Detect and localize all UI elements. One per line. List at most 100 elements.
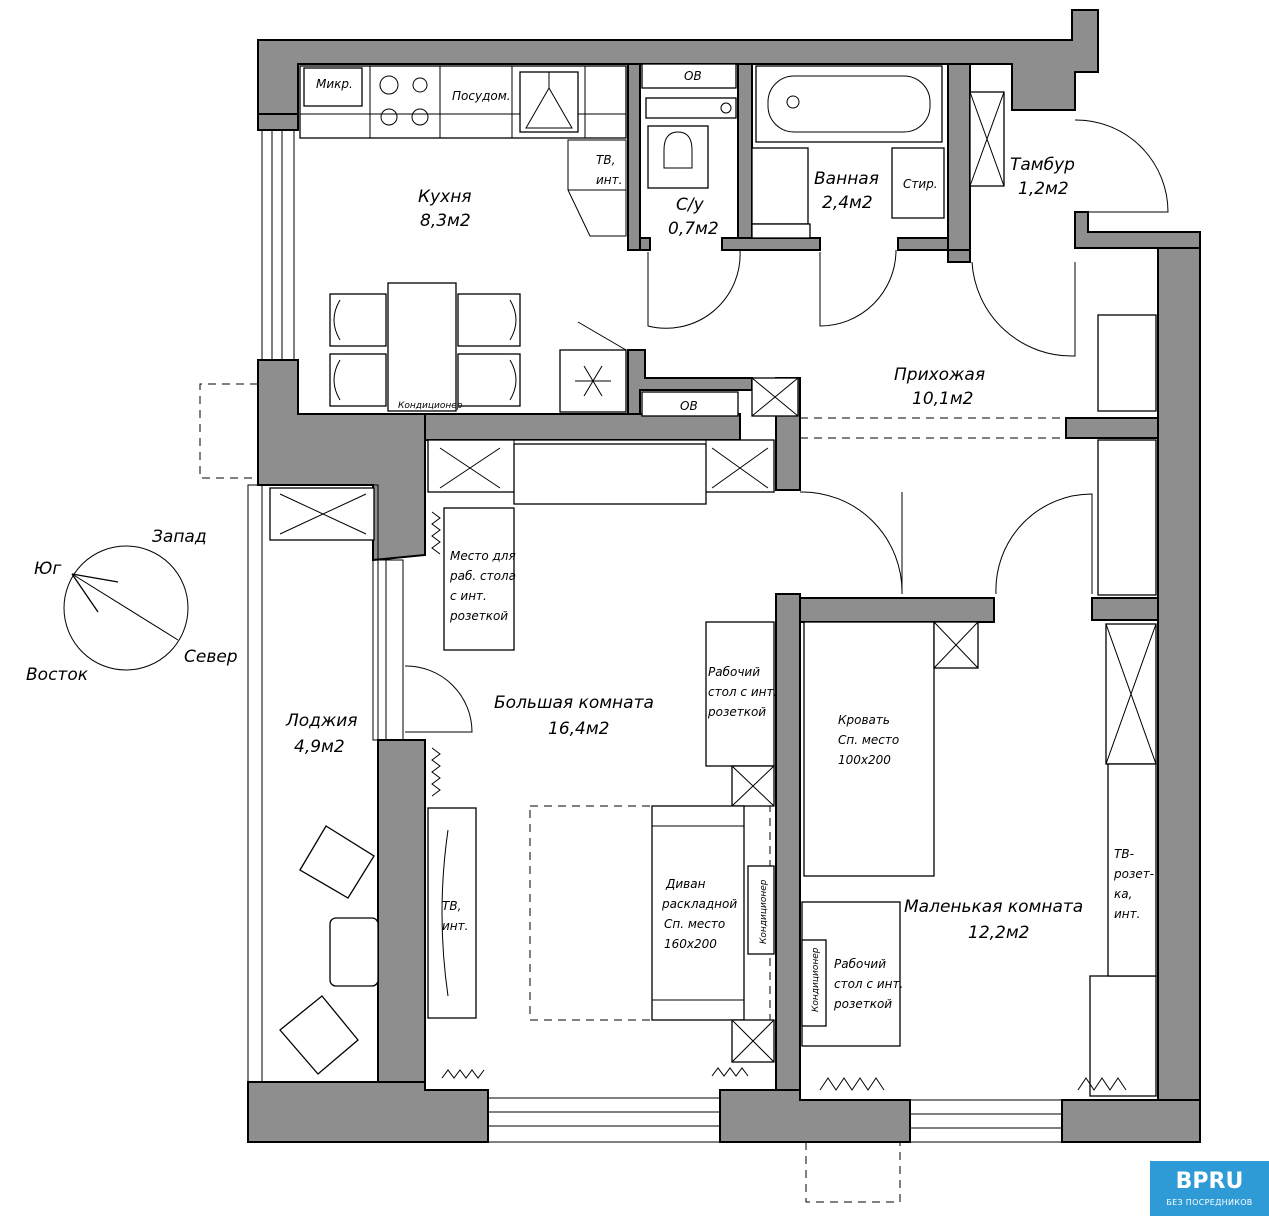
wc-door xyxy=(647,249,741,329)
entrance-door xyxy=(1074,119,1169,213)
smallroom-furniture xyxy=(801,621,979,1047)
compass-north: Север xyxy=(184,647,238,667)
bigroom-furniture xyxy=(443,507,775,1063)
work-place-label-2: раб. стола xyxy=(449,569,516,583)
desk-big-label-1: Рабочий xyxy=(708,665,760,679)
desk-small-label-3: розеткой xyxy=(833,997,892,1011)
hall-name: Прихожая xyxy=(894,365,985,385)
loggia-name: Лоджия xyxy=(285,711,358,731)
hall-door xyxy=(971,261,1076,357)
smallroom-area: 12,2м2 xyxy=(968,923,1030,943)
lounger xyxy=(279,995,359,1075)
desk-big-label-2: стол с инт. xyxy=(708,685,777,699)
smallroom-door xyxy=(995,493,1093,595)
washer-label: Стир. xyxy=(903,177,938,191)
dining-table xyxy=(387,282,457,412)
loggia-door xyxy=(404,665,473,733)
chair xyxy=(329,293,387,347)
sofa-label-1: Диван xyxy=(665,877,706,891)
wall-wc-bath xyxy=(737,63,753,251)
doors xyxy=(404,119,1169,733)
loggia-furniture xyxy=(279,825,379,1075)
chair xyxy=(329,353,387,407)
microwave xyxy=(303,67,363,107)
bed xyxy=(803,621,935,877)
bigroom-door xyxy=(799,491,903,595)
bath-door xyxy=(819,249,897,327)
vestibule-area: 1,2м2 xyxy=(1018,179,1069,199)
bigroom-window xyxy=(487,1097,721,1143)
sofa xyxy=(651,805,745,1021)
tv-small-label-3: ка, xyxy=(1114,887,1132,901)
wall-kitchen-wc xyxy=(627,63,641,251)
desk-small-label-2: стол с инт. xyxy=(834,977,903,991)
loggia-table xyxy=(329,917,379,987)
tv-small-label-4: инт. xyxy=(1114,907,1140,921)
wall-bottom-left xyxy=(247,1081,489,1143)
conditioner-kitchen-label: Кондиционер xyxy=(398,401,463,411)
bath-name: Ванная xyxy=(814,169,879,189)
compass-east: Восток xyxy=(26,665,89,685)
radiators xyxy=(431,511,1127,1091)
tv-kitchen-label-2: инт. xyxy=(596,173,622,187)
wc-name: С/у xyxy=(676,195,705,215)
loggia-outline xyxy=(247,484,379,1083)
conditioner-big-label: Кондиционер xyxy=(759,879,769,944)
bed-label-1: Кровать xyxy=(838,713,890,727)
sofa-label-4: 160x200 xyxy=(664,937,717,951)
bed-label-3: 100x200 xyxy=(838,753,891,767)
bathroom-fixtures xyxy=(641,63,1005,239)
compass: Запад Юг Север Восток xyxy=(26,527,238,685)
smallroom-window xyxy=(909,1099,1063,1143)
loggia-door-window xyxy=(372,559,404,741)
wardrobes xyxy=(269,314,1157,1097)
snowflake-icon xyxy=(575,365,611,397)
toilet xyxy=(647,125,709,189)
ov-box-bottom xyxy=(641,391,739,417)
ov-bottom-label: ОВ xyxy=(680,399,698,413)
micro-label: Микр. xyxy=(316,77,353,91)
sofa-label-2: раскладной xyxy=(661,897,737,911)
wall-bath-bottom xyxy=(721,237,821,251)
wall-left-top xyxy=(257,113,299,131)
compass-west: Запад xyxy=(152,527,207,547)
kitchen-furniture xyxy=(299,65,627,413)
room-labels: Кухня 8,3м2 С/у 0,7м2 Ванная 2,4м2 Тамбу… xyxy=(285,155,1083,943)
conditioner-big xyxy=(747,865,775,955)
chair xyxy=(457,353,521,407)
kitchen-name: Кухня xyxy=(418,187,472,207)
kitchen-window xyxy=(261,129,295,361)
bigroom-name: Большая комната xyxy=(494,693,654,713)
desk-small-label-1: Рабочий xyxy=(834,957,886,971)
dashed-lines xyxy=(199,383,1066,1203)
lounger xyxy=(299,825,375,899)
bigroom-wardrobe-right xyxy=(1097,439,1157,596)
bed-label-2: Сп. место xyxy=(838,733,899,747)
wall-bottom-right xyxy=(1061,1099,1201,1143)
wall-bath-vest xyxy=(947,63,971,251)
wc-area: 0,7м2 xyxy=(668,219,719,239)
wall-hall-bigroom xyxy=(424,413,741,441)
bpru-logo: BPRU БЕЗ ПОСРЕДНИКОВ xyxy=(1150,1161,1269,1216)
sink-bath xyxy=(751,147,809,225)
vestibule-name: Тамбур xyxy=(1010,155,1075,175)
smallroom-wardrobe-bottom xyxy=(1089,975,1157,1097)
work-place-label-1: Место для xyxy=(450,549,516,563)
tv-stand-small xyxy=(1107,763,1157,977)
wall-right xyxy=(1157,247,1201,1143)
ov-top-label: ОВ xyxy=(684,69,702,83)
hob-burner-icon xyxy=(379,75,399,95)
kitchen-area: 8,3м2 xyxy=(420,211,471,231)
tv-big-label-2: инт. xyxy=(442,919,468,933)
conditioner-small xyxy=(801,939,827,1027)
smallroom-name: Маленькая комната xyxy=(904,897,1083,917)
tv-small-label-1: ТВ- xyxy=(1114,847,1134,861)
chair xyxy=(457,293,521,347)
compass-arrow-icon xyxy=(71,573,119,583)
tv-small-label-2: розет- xyxy=(1113,867,1154,881)
compass-circle xyxy=(63,545,189,671)
wall-loggia-divider xyxy=(377,739,426,1091)
compass-south: Юг xyxy=(34,559,61,579)
bath-shelf xyxy=(751,223,811,239)
bigroom-desk xyxy=(705,621,775,767)
